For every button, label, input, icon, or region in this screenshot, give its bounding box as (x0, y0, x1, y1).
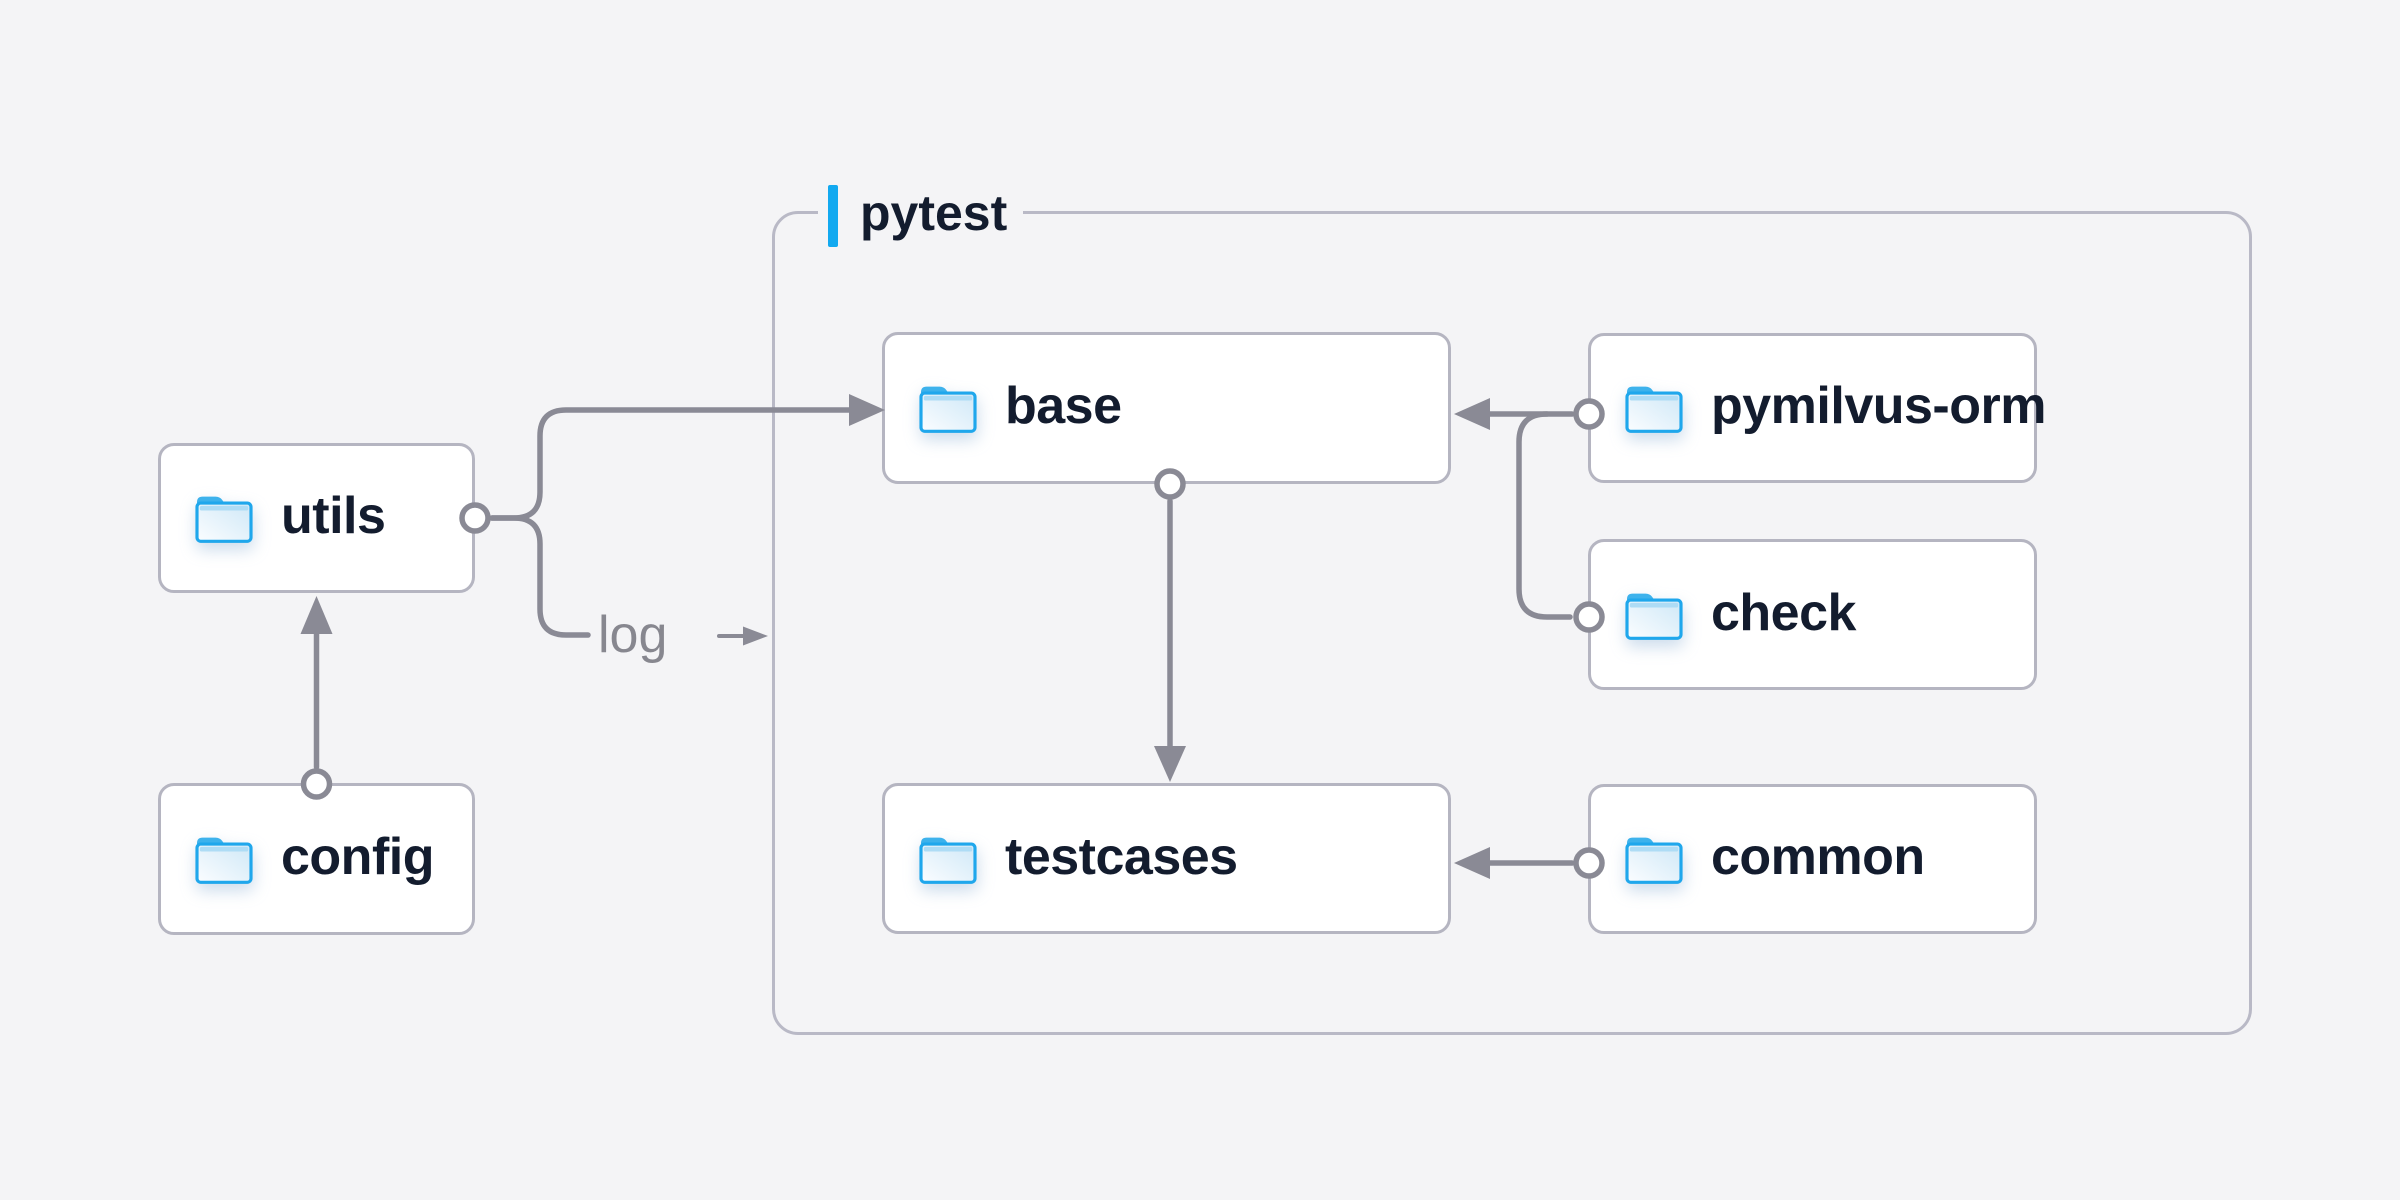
node-testcases-label: testcases (1005, 827, 1238, 886)
edge-config-to-utils (300, 596, 333, 800)
folder-icon (919, 386, 977, 433)
pytest-group-label: pytest (818, 182, 1024, 250)
folder-icon (1625, 593, 1683, 640)
log-edge-label: log (598, 606, 668, 664)
node-pymilvus-orm-label: pymilvus-orm (1711, 377, 2046, 435)
node-common-label: common (1711, 828, 1925, 886)
folder-icon (195, 496, 253, 543)
node-base-label: base (1005, 377, 1122, 435)
folder-icon (1625, 837, 1683, 884)
accent-bar-icon (828, 185, 838, 247)
arrowhead-up-icon (300, 596, 333, 634)
node-config[interactable]: config (158, 783, 475, 935)
folder-icon (919, 837, 977, 884)
node-config-label: config (281, 828, 434, 886)
arrowhead-small-right-icon (743, 626, 768, 646)
node-pymilvus-orm[interactable]: pymilvus-orm (1588, 333, 2046, 483)
node-testcases[interactable]: testcases (882, 783, 1451, 934)
folder-icon (195, 837, 253, 884)
folder-icon (1625, 386, 1683, 433)
pytest-group-title: pytest (860, 185, 1008, 241)
node-utils-label: utils (281, 487, 386, 545)
node-check-label: check (1711, 583, 1856, 642)
node-utils[interactable]: utils (158, 443, 475, 593)
node-common[interactable]: common (1588, 784, 2037, 934)
node-base[interactable]: base (882, 332, 1451, 484)
pytest-group-container (772, 211, 2252, 1035)
node-check[interactable]: check (1588, 539, 2037, 690)
